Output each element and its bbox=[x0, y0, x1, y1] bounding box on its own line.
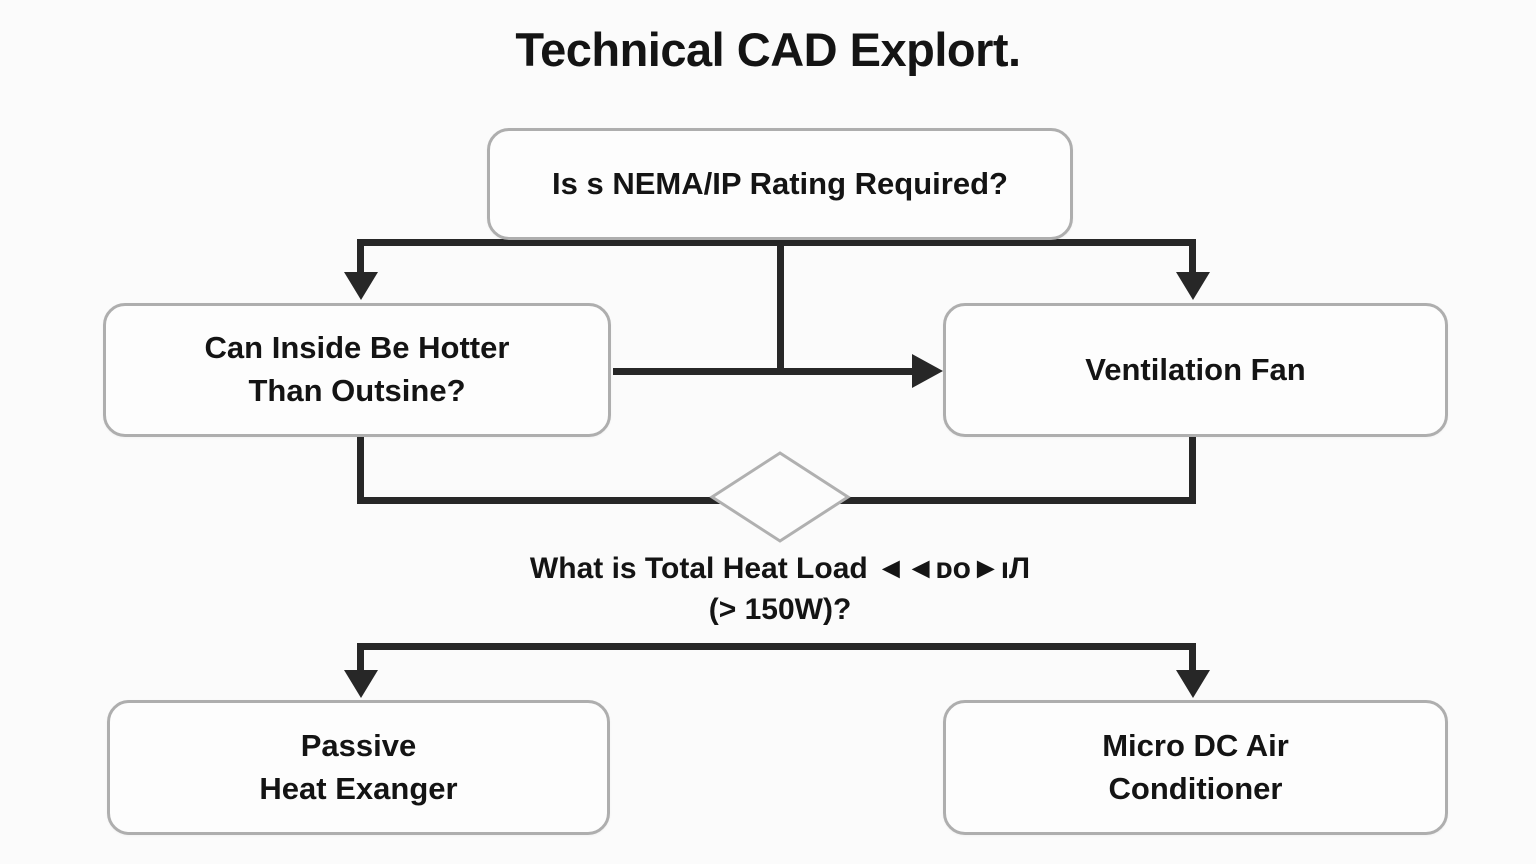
connector-bottom-right-stub bbox=[1189, 643, 1196, 673]
node-passive-heat-exchanger: Passive Heat Exanger bbox=[107, 700, 610, 835]
node-ventilation-fan: Ventilation Fan bbox=[943, 303, 1448, 437]
node-label: Ventilation Fan bbox=[1085, 351, 1306, 387]
connector-loop-right-vertical bbox=[1189, 437, 1196, 504]
node-micro-dc-air-conditioner: Micro DC Air Conditioner bbox=[943, 700, 1448, 835]
connector-middle-horizontal bbox=[613, 368, 914, 375]
page-title: Technical CAD Explort. bbox=[515, 23, 1021, 76]
node-label-line: Heat Exanger bbox=[259, 770, 458, 806]
arrowhead-down-to-right-box bbox=[1176, 272, 1210, 300]
arrowhead-down-to-left-box bbox=[344, 272, 378, 300]
node-inside-hotter: Can Inside Be Hotter Than Outsine? bbox=[103, 303, 611, 437]
node-label-line: Conditioner bbox=[1108, 770, 1283, 806]
node-label-line: Can Inside Be Hotter bbox=[204, 330, 510, 366]
connector-top-left-stub bbox=[357, 239, 364, 275]
node-label-line: Micro DC Air bbox=[1102, 727, 1289, 763]
arrowhead-down-to-bottom-left-box bbox=[344, 670, 378, 698]
node-label-line: Than Outsine? bbox=[248, 373, 466, 408]
node-label: Is s NEMA/IP Rating Required? bbox=[552, 165, 1008, 201]
connector-top-horizontal bbox=[357, 239, 1196, 246]
decision-diamond bbox=[709, 451, 851, 543]
node-label-line: Passive bbox=[300, 727, 417, 763]
connector-top-right-stub bbox=[1189, 239, 1196, 275]
connector-center-vertical bbox=[777, 239, 784, 375]
question-heat-load: What is Total Heat Load ◄◄ᴅᴏ►ıЛ (> 150W)… bbox=[430, 548, 1130, 631]
connector-bottom-horizontal bbox=[357, 643, 1196, 650]
connector-bottom-left-stub bbox=[357, 643, 364, 673]
question-line: What is Total Heat Load ◄◄ᴅᴏ►ıЛ bbox=[529, 552, 1031, 585]
question-line: (> 150W)? bbox=[708, 593, 852, 627]
arrowhead-right-to-ventilation-fan bbox=[912, 354, 943, 388]
arrowhead-down-to-bottom-right-box bbox=[1176, 670, 1210, 698]
connector-loop-left-vertical bbox=[357, 437, 364, 504]
node-nema-ip-rating: Is s NEMA/IP Rating Required? bbox=[487, 128, 1073, 240]
